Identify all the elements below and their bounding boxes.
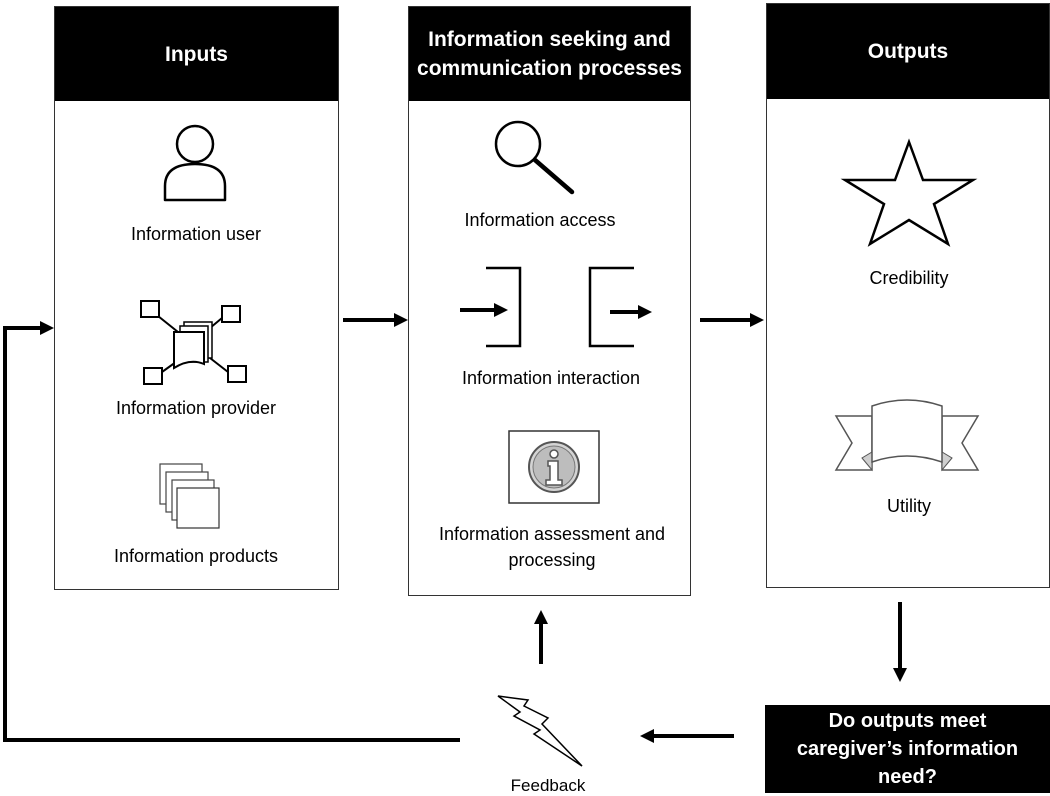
magnifier-icon — [494, 120, 575, 195]
bracket-arrows-icon — [460, 266, 652, 348]
information-user-label: Information user — [130, 224, 262, 244]
arrow-feedback-to-inputs — [3, 321, 460, 742]
arrow-outputs-to-question — [893, 602, 907, 682]
arrow-question-to-feedback — [640, 729, 734, 743]
information-assessment-label: Information assessment and processing — [438, 524, 666, 570]
information-interaction-label: Information interaction — [461, 368, 641, 388]
user-icon — [163, 124, 227, 202]
outputs-panel: Outputs — [766, 3, 1050, 588]
outputs-header: Outputs — [767, 4, 1049, 99]
network-icon — [140, 300, 247, 385]
process-header: Information seeking and communication pr… — [409, 7, 690, 101]
feedback-label: Feedback — [510, 776, 586, 795]
question-text: Do outputs meet caregiver’s information … — [796, 710, 1019, 788]
ribbon-icon — [834, 399, 980, 472]
utility-label: Utility — [887, 496, 931, 516]
documents-icon — [159, 463, 220, 529]
credibility-label: Credibility — [869, 268, 949, 288]
inputs-header: Inputs — [55, 7, 338, 101]
arrow-inputs-to-process — [343, 313, 408, 327]
lightning-icon — [497, 695, 583, 767]
outputs-title: Outputs — [867, 40, 949, 63]
arrow-feedback-to-process — [534, 610, 548, 664]
information-provider-label: Information provider — [115, 398, 277, 418]
star-icon — [840, 138, 978, 247]
process-title: Information seeking and communication pr… — [417, 28, 682, 80]
information-products-label: Information products — [113, 546, 279, 566]
arrow-process-to-outputs — [700, 313, 764, 327]
inputs-title: Inputs — [165, 42, 228, 66]
information-access-label: Information access — [464, 210, 616, 230]
info-icon — [508, 430, 600, 504]
question-box: Do outputs meet caregiver’s information … — [765, 705, 1050, 793]
